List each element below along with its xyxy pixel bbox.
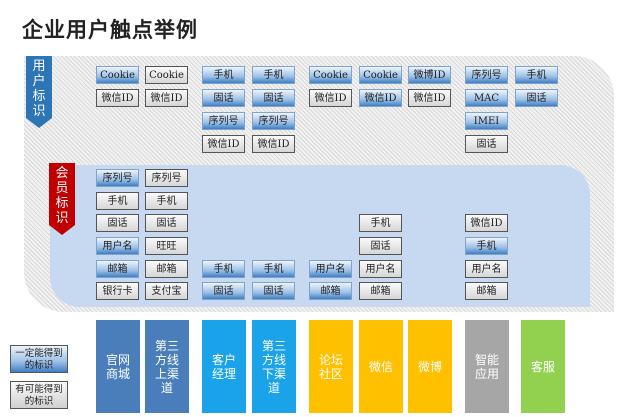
channel-3: 第三方线下渠道: [252, 320, 296, 413]
user-id-box: 微信ID: [359, 89, 402, 107]
user-id-box: 序列号: [202, 112, 245, 130]
member-id-box: 序列号: [145, 169, 188, 187]
channel-label: 客服: [530, 359, 555, 374]
channel-4: 论坛社区: [309, 320, 353, 413]
member-id-box: 固话: [252, 282, 295, 300]
user-id-box: 微信ID: [408, 89, 451, 107]
member-id-box: 邮箱: [359, 282, 402, 300]
member-id-box: 邮箱: [465, 282, 508, 300]
member-id-box: 支付宝: [145, 282, 188, 300]
member-id-box: 手机: [145, 192, 188, 210]
user-id-box: 微博ID: [408, 66, 451, 84]
legend-certain: 一定能得到的标识: [10, 345, 68, 373]
user-id-box: 手机: [202, 66, 245, 84]
user-id-box: 微信ID: [252, 135, 295, 153]
user-id-box: MAC: [465, 89, 508, 107]
member-id-tag: 会员标识: [49, 163, 75, 235]
channel-label: 客户经理: [211, 352, 236, 381]
member-id-box: 手机: [359, 214, 402, 232]
user-id-box: 手机: [252, 66, 295, 84]
member-id-box: 微信ID: [465, 214, 508, 232]
member-id-box: 固话: [145, 214, 188, 232]
user-id-box: Cookie: [359, 66, 402, 84]
legend-possible: 有可能得到的标识: [10, 381, 68, 409]
user-id-box: 固话: [515, 89, 558, 107]
channel-label: 第三方线上渠道: [154, 338, 179, 395]
user-id-box: Cookie: [145, 66, 188, 84]
user-id-box: 序列号: [252, 112, 295, 130]
user-id-box: 微信ID: [202, 135, 245, 153]
user-id-box: 固话: [465, 135, 508, 153]
channel-8: 客服: [521, 320, 565, 413]
user-id-box: 序列号: [465, 66, 508, 84]
channel-label: 论坛社区: [318, 352, 343, 381]
member-id-box: 邮箱: [309, 282, 352, 300]
channel-label: 官网商城: [105, 352, 130, 381]
user-id-box: 微信ID: [96, 89, 139, 107]
user-id-box: Cookie: [96, 66, 139, 84]
user-id-box: 固话: [252, 89, 295, 107]
member-id-box: 固话: [202, 282, 245, 300]
member-id-box: 用户名: [96, 237, 139, 255]
user-id-box: 固话: [202, 89, 245, 107]
channel-label: 智能应用: [474, 352, 499, 381]
channel-2: 客户经理: [202, 320, 246, 413]
member-id-box: 手机: [252, 260, 295, 278]
channel-label: 微博: [417, 359, 442, 374]
member-id-box: 邮箱: [145, 260, 188, 278]
member-id-box: 旺旺: [145, 237, 188, 255]
user-id-box: 微信ID: [309, 89, 352, 107]
member-id-box: 序列号: [96, 169, 139, 187]
member-id-box: 邮箱: [96, 260, 139, 278]
channel-1: 第三方线上渠道: [145, 320, 189, 413]
member-id-box: 固话: [96, 214, 139, 232]
channel-5: 微信: [359, 320, 403, 413]
channel-label: 第三方线下渠道: [261, 338, 286, 395]
member-id-box: 银行卡: [96, 282, 139, 300]
user-id-box: Cookie: [309, 66, 352, 84]
channel-7: 智能应用: [465, 320, 509, 413]
user-id-box: 手机: [515, 66, 558, 84]
channel-0: 官网商城: [96, 320, 140, 413]
member-id-box: 手机: [202, 260, 245, 278]
user-id-box: 微信ID: [145, 89, 188, 107]
user-id-box: IMEI: [465, 112, 508, 130]
channel-label: 微信: [368, 359, 393, 374]
member-id-box: 手机: [96, 192, 139, 210]
page-title: 企业用户触点举例: [22, 18, 198, 42]
member-id-box: 用户名: [465, 260, 508, 278]
member-id-box: 用户名: [359, 260, 402, 278]
member-id-box: 固话: [359, 237, 402, 255]
user-id-tag: 用户标识: [26, 56, 52, 128]
member-id-box: 手机: [465, 237, 508, 255]
member-id-box: 用户名: [309, 260, 352, 278]
channel-6: 微博: [408, 320, 452, 413]
